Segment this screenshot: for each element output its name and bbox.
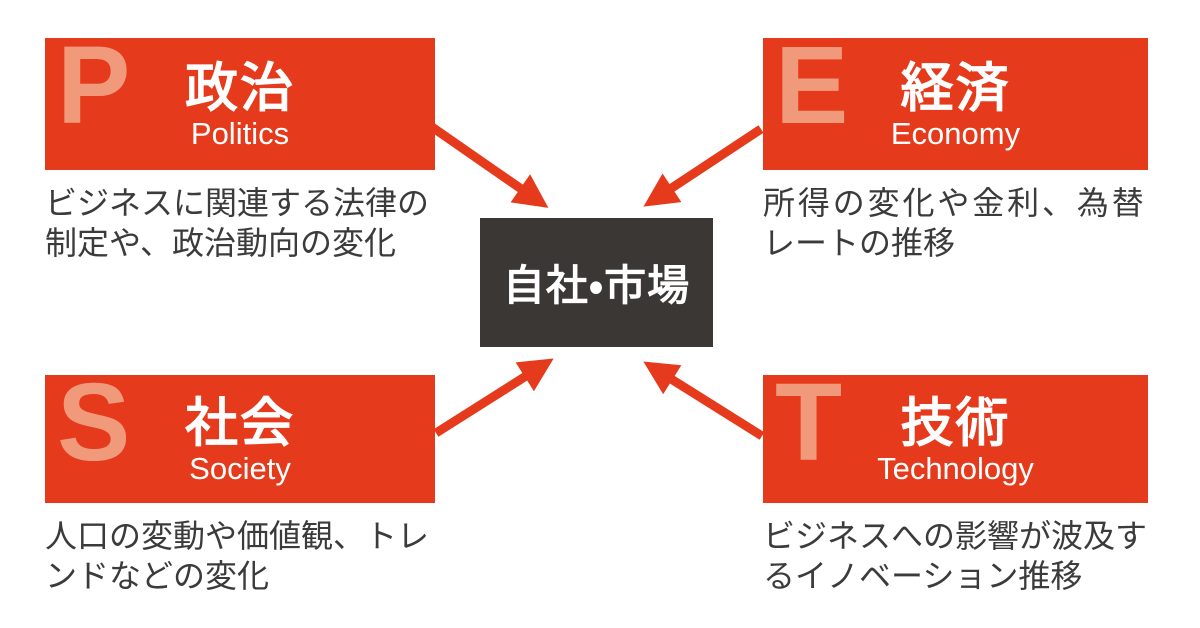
society-box: S 社会 Society [45,375,435,503]
economy-subtitle: Economy [890,116,1021,151]
quadrant-politics: P 政治 Politics ビジネスに関連する法律の 制定や、政治動向の変化 [45,38,435,263]
economy-description: 所得の変化や金利、為替 レートの推移 [763,183,1148,263]
society-letter: S [57,375,131,484]
technology-letter: T [775,375,843,484]
technology-description: ビジネスへの影響が波及す るイノベーション推移 [763,516,1148,596]
center-box: 自社・市場 [480,218,713,347]
society-subtitle: Society [189,451,291,486]
politics-title: 政治 [185,59,295,118]
society-description-line-2: ンドなどの変化 [45,558,270,594]
arrow-society-to-center [433,358,554,437]
quadrant-economy: E 経済 Economy 所得の変化や金利、為替 レートの推移 [763,38,1148,263]
quadrant-society: S 社会 Society 人口の変動や価値観、トレ ンドなどの変化 [45,375,435,596]
technology-subtitle: Technology [877,451,1034,486]
society-description-line-1: 人口の変動や価値観、トレ [45,518,430,554]
center-label: 自社・市場 [502,262,691,309]
economy-letter: E [775,38,849,147]
society-description: 人口の変動や価値観、トレ ンドなどの変化 [45,516,435,596]
economy-title: 経済 [900,59,1011,118]
arrow-technology-to-center [643,361,765,440]
technology-box: T 技術 Technology [763,375,1148,503]
politics-description-line-2: 制定や、政治動向の変化 [45,225,397,261]
arrow-economy-to-center [643,125,764,207]
society-title: 社会 [185,394,295,453]
technology-title: 技術 [900,394,1011,453]
politics-description: ビジネスに関連する法律の 制定や、政治動向の変化 [45,183,435,263]
economy-description-line-2: レートの推移 [763,225,956,261]
politics-letter: P [57,38,131,147]
politics-box: P 政治 Politics [45,38,435,170]
technology-description-line-2: るイノベーション推移 [763,558,1083,594]
technology-description-line-1: ビジネスへの影響が波及す [763,518,1148,554]
arrow-politics-to-center [429,123,549,208]
politics-description-line-1: ビジネスに関連する法律の [45,185,430,221]
economy-description-line-1: 所得の変化や金利、為替 [763,185,1147,221]
politics-subtitle: Politics [190,116,290,151]
economy-box: E 経済 Economy [763,38,1148,170]
quadrant-technology: T 技術 Technology ビジネスへの影響が波及す るイノベーション推移 [763,375,1148,596]
